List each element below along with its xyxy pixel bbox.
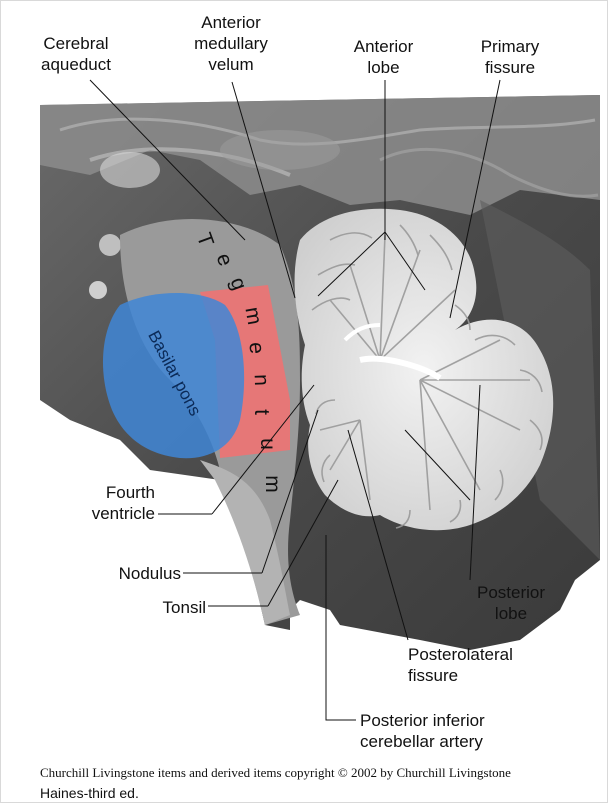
source-note: Haines-third ed.	[40, 785, 139, 801]
tegmentum-letter: n	[249, 373, 274, 387]
label-fourth-ventricle: Fourth ventricle	[91, 483, 155, 523]
label-cerebral-aqueduct: Cerebral aqueduct	[41, 34, 111, 74]
label-anterior-medullary-velum: Anterior medullary velum	[194, 13, 268, 74]
copyright-credit: Churchill Livingstone items and derived …	[40, 765, 511, 780]
cerebellum	[294, 208, 554, 531]
label-tonsil: Tonsil	[162, 598, 206, 617]
label-primary-fissure: Primary fissure	[480, 37, 540, 77]
tegmentum-letter: t	[249, 409, 273, 415]
tegmentum-letter: m	[260, 475, 284, 493]
leader-lines	[89, 79, 501, 721]
tegmentum-letter: u	[255, 438, 279, 450]
label-pica: Posterior inferior cerebellar artery	[360, 711, 485, 751]
label-nodulus: Nodulus	[118, 564, 181, 583]
label-anterior-lobe: Anterior lobe	[353, 37, 414, 77]
tegmentum-letter: e	[244, 341, 269, 355]
label-posterolateral-fissure: Posterolateral fissure	[408, 645, 513, 685]
label-posterior-lobe: Posterior lobe	[476, 583, 546, 623]
basilar-pons-overlay	[102, 292, 245, 459]
